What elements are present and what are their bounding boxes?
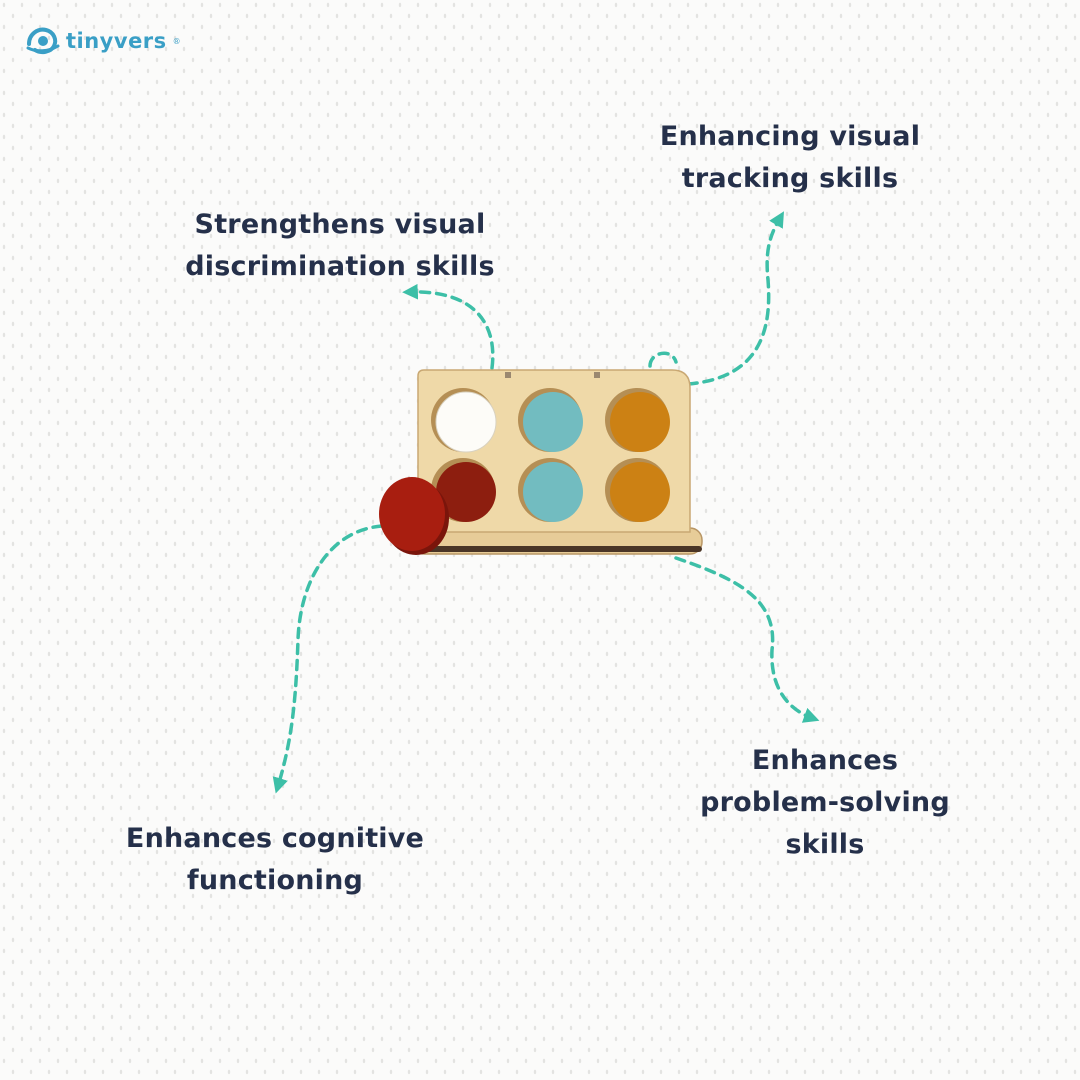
benefit-line: problem-solving	[700, 787, 950, 818]
arrow-loop	[648, 351, 678, 368]
board-disc	[523, 462, 583, 522]
benefit-line: discrimination skills	[185, 251, 495, 282]
benefit-visual-discrimination: Strengthens visual discrimination skills	[150, 204, 530, 288]
board-disc	[435, 391, 497, 453]
arrow-to-problem-solving	[674, 556, 820, 723]
loose-red-disc	[379, 477, 445, 551]
benefit-line: functioning	[186, 865, 364, 896]
benefit-line: Enhancing visual	[659, 121, 921, 152]
brand-logo-icon	[26, 27, 60, 55]
benefit-line: Strengthens visual	[194, 209, 486, 240]
arrow-to-visual-tracking	[686, 211, 784, 386]
benefit-visual-tracking: Enhancing visual tracking skills	[600, 116, 980, 200]
board-disc	[523, 392, 583, 452]
board-disc	[436, 462, 496, 522]
benefit-line: skills	[785, 829, 865, 860]
arrow-to-visual-discrimination	[402, 283, 495, 370]
benefit-cognitive-functioning: Enhances cognitive functioning	[90, 818, 460, 902]
brand-registered-mark: ®	[172, 36, 181, 46]
benefit-line: Enhances	[751, 745, 899, 776]
brand-name: tinyvers	[66, 29, 167, 53]
wooden-disc-board	[379, 369, 703, 555]
arrows	[272, 211, 820, 794]
benefit-line: tracking skills	[681, 163, 899, 194]
arrow-to-cognitive-functioning	[272, 524, 384, 794]
benefit-problem-solving: Enhances problem-solving skills	[640, 740, 1010, 866]
brand-logo: tinyvers ®	[26, 24, 181, 58]
board-disc	[610, 392, 670, 452]
board-disc	[610, 462, 670, 522]
benefit-line: Enhances cognitive	[125, 823, 425, 854]
